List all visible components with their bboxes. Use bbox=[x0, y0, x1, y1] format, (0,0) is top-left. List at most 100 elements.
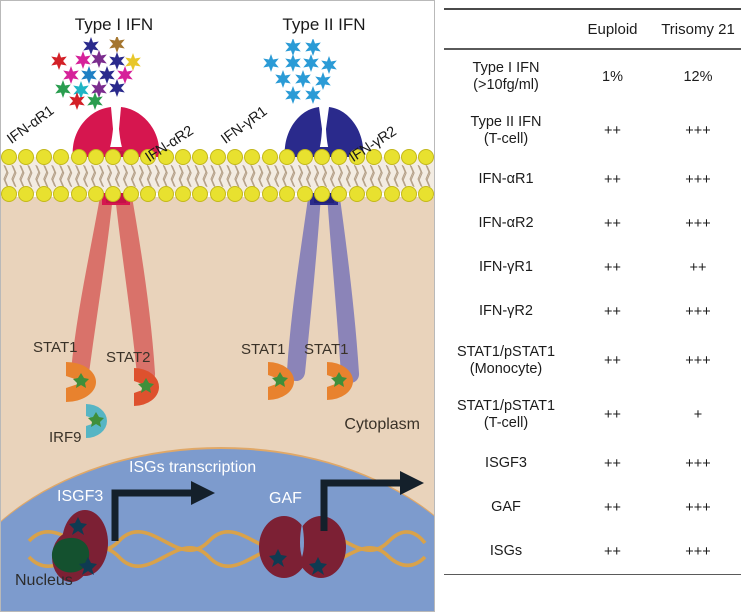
lipid-head bbox=[174, 186, 191, 202]
lipid-head bbox=[244, 186, 261, 202]
table-cell-label: IFN-αR1 bbox=[478, 171, 534, 188]
lipid-head-row-inner bbox=[1, 186, 434, 203]
ifn-star bbox=[55, 80, 71, 98]
table-row: IFN-γR1++++ bbox=[444, 246, 741, 290]
lipid-head bbox=[53, 186, 70, 202]
lipid-head bbox=[314, 149, 331, 165]
table-header-row: Euploid Trisomy 21 bbox=[444, 10, 741, 48]
table-cell-euploid: ++ bbox=[604, 499, 621, 516]
ifn-star bbox=[99, 66, 115, 84]
table-cell-label: Type II IFN(T-cell) bbox=[470, 113, 542, 147]
table-cell-trisomy: ++ bbox=[689, 259, 707, 276]
ifn-star bbox=[91, 80, 107, 98]
table-cell-trisomy: +++ bbox=[685, 455, 711, 472]
ifn-star bbox=[305, 86, 321, 104]
table-row: STAT1/pSTAT1(Monocyte)+++++ bbox=[444, 334, 741, 388]
ifn-star bbox=[51, 52, 67, 70]
lipid-head bbox=[140, 149, 157, 165]
lipid-head bbox=[105, 186, 122, 202]
lipid-head bbox=[122, 149, 139, 165]
table-cell-trisomy: +++ bbox=[685, 499, 711, 516]
table-row: IFN-αR1+++++ bbox=[444, 158, 741, 202]
ifn-star bbox=[63, 66, 79, 84]
ifn-star bbox=[75, 51, 91, 69]
lipid-head bbox=[53, 149, 70, 165]
table-cell-euploid: ++ bbox=[604, 122, 621, 139]
table-row: Type II IFN(T-cell)+++++ bbox=[444, 104, 741, 158]
type1-ifn-title: Type I IFN bbox=[74, 15, 154, 34]
ifn-star bbox=[69, 92, 85, 110]
table-row: STAT1/pSTAT1(T-cell)+++ bbox=[444, 388, 741, 442]
protein-irf9 bbox=[86, 404, 107, 438]
table-cell-euploid: ++ bbox=[604, 171, 621, 188]
table-cell-euploid: ++ bbox=[604, 543, 621, 560]
lipid-head bbox=[418, 186, 434, 202]
table-row: Type I IFN(>10fg/ml)1%12% bbox=[444, 50, 741, 104]
lipid-head bbox=[244, 149, 261, 165]
lipid-head bbox=[331, 149, 348, 165]
table-cell-trisomy: 12% bbox=[683, 68, 713, 85]
lipid-head bbox=[296, 186, 313, 202]
protein-stat1-right-a bbox=[268, 362, 294, 400]
table-row: ISGs+++++ bbox=[444, 530, 741, 574]
table-header-trisomy: Trisomy 21 bbox=[661, 20, 735, 38]
ifn-star bbox=[285, 86, 301, 104]
gaf-label: GAF bbox=[269, 490, 302, 507]
table-row: ISGF3+++++ bbox=[444, 442, 741, 486]
lipid-head bbox=[1, 186, 17, 202]
lipid-head bbox=[18, 186, 35, 202]
type2-ifn-title: Type II IFN bbox=[282, 15, 366, 34]
lipid-head bbox=[348, 186, 365, 202]
ifn-star bbox=[117, 66, 133, 84]
cell-signaling-diagram: Type I IFN Type II IFN bbox=[0, 0, 435, 612]
table-cell-trisomy: +++ bbox=[685, 352, 711, 369]
lipid-head bbox=[192, 149, 209, 165]
ifn-star bbox=[285, 54, 301, 72]
protein-stat1-left bbox=[66, 362, 96, 402]
ifn-star bbox=[263, 54, 279, 72]
lipid-head bbox=[314, 186, 331, 202]
table-row: IFN-αR2+++++ bbox=[444, 202, 741, 246]
lipid-head bbox=[400, 149, 417, 165]
ifn-star bbox=[321, 56, 337, 74]
comparison-table: Euploid Trisomy 21 Type I IFN(>10fg/ml)1… bbox=[444, 8, 741, 576]
ifn-star bbox=[81, 66, 97, 84]
table-header-rule bbox=[444, 48, 741, 50]
isgf3-label: ISGF3 bbox=[57, 488, 104, 505]
table-cell-label: IFN-γR2 bbox=[479, 303, 533, 320]
table-cell-euploid: ++ bbox=[604, 352, 621, 369]
isgs-transcription-label: ISGs transcription bbox=[129, 459, 257, 476]
table-cell-label: GAF bbox=[491, 499, 521, 516]
table-body: Type I IFN(>10fg/ml)1%12% Type II IFN(T-c… bbox=[444, 50, 741, 574]
ifn-star bbox=[305, 39, 321, 56]
receptor-label-ifn-ar1: IFN-αR1 bbox=[4, 102, 58, 148]
table-cell-label: ISGs bbox=[489, 543, 523, 560]
lipid-head bbox=[18, 149, 35, 165]
protein-label-stat1-right-a: STAT1 bbox=[241, 341, 286, 358]
lipid-head bbox=[296, 149, 313, 165]
ifn-star bbox=[315, 72, 331, 90]
table-cell-trisomy: +++ bbox=[685, 303, 711, 320]
lipid-head bbox=[279, 186, 296, 202]
lipid-head bbox=[383, 186, 400, 202]
lipid-head bbox=[35, 186, 52, 202]
table-cell-label: IFN-γR1 bbox=[479, 259, 533, 276]
ifn-star bbox=[285, 39, 301, 56]
ifn-star bbox=[125, 53, 141, 71]
lipid-head-row-outer bbox=[1, 149, 434, 166]
type2-ifn-star-cluster bbox=[263, 39, 337, 104]
lipid-head bbox=[383, 149, 400, 165]
ifn-star bbox=[295, 70, 311, 88]
cytoplasm-label: Cytoplasm bbox=[344, 416, 420, 433]
nucleus-contents bbox=[27, 471, 427, 582]
lipid-head bbox=[261, 186, 278, 202]
table-cell-label: STAT1/pSTAT1(T-cell) bbox=[456, 397, 556, 431]
lipid-head bbox=[35, 149, 52, 165]
lipid-head bbox=[157, 186, 174, 202]
lipid-head bbox=[400, 186, 417, 202]
lipid-head bbox=[209, 149, 226, 165]
lipid-head bbox=[70, 186, 87, 202]
lipid-head bbox=[331, 186, 348, 202]
lipid-head bbox=[279, 149, 296, 165]
